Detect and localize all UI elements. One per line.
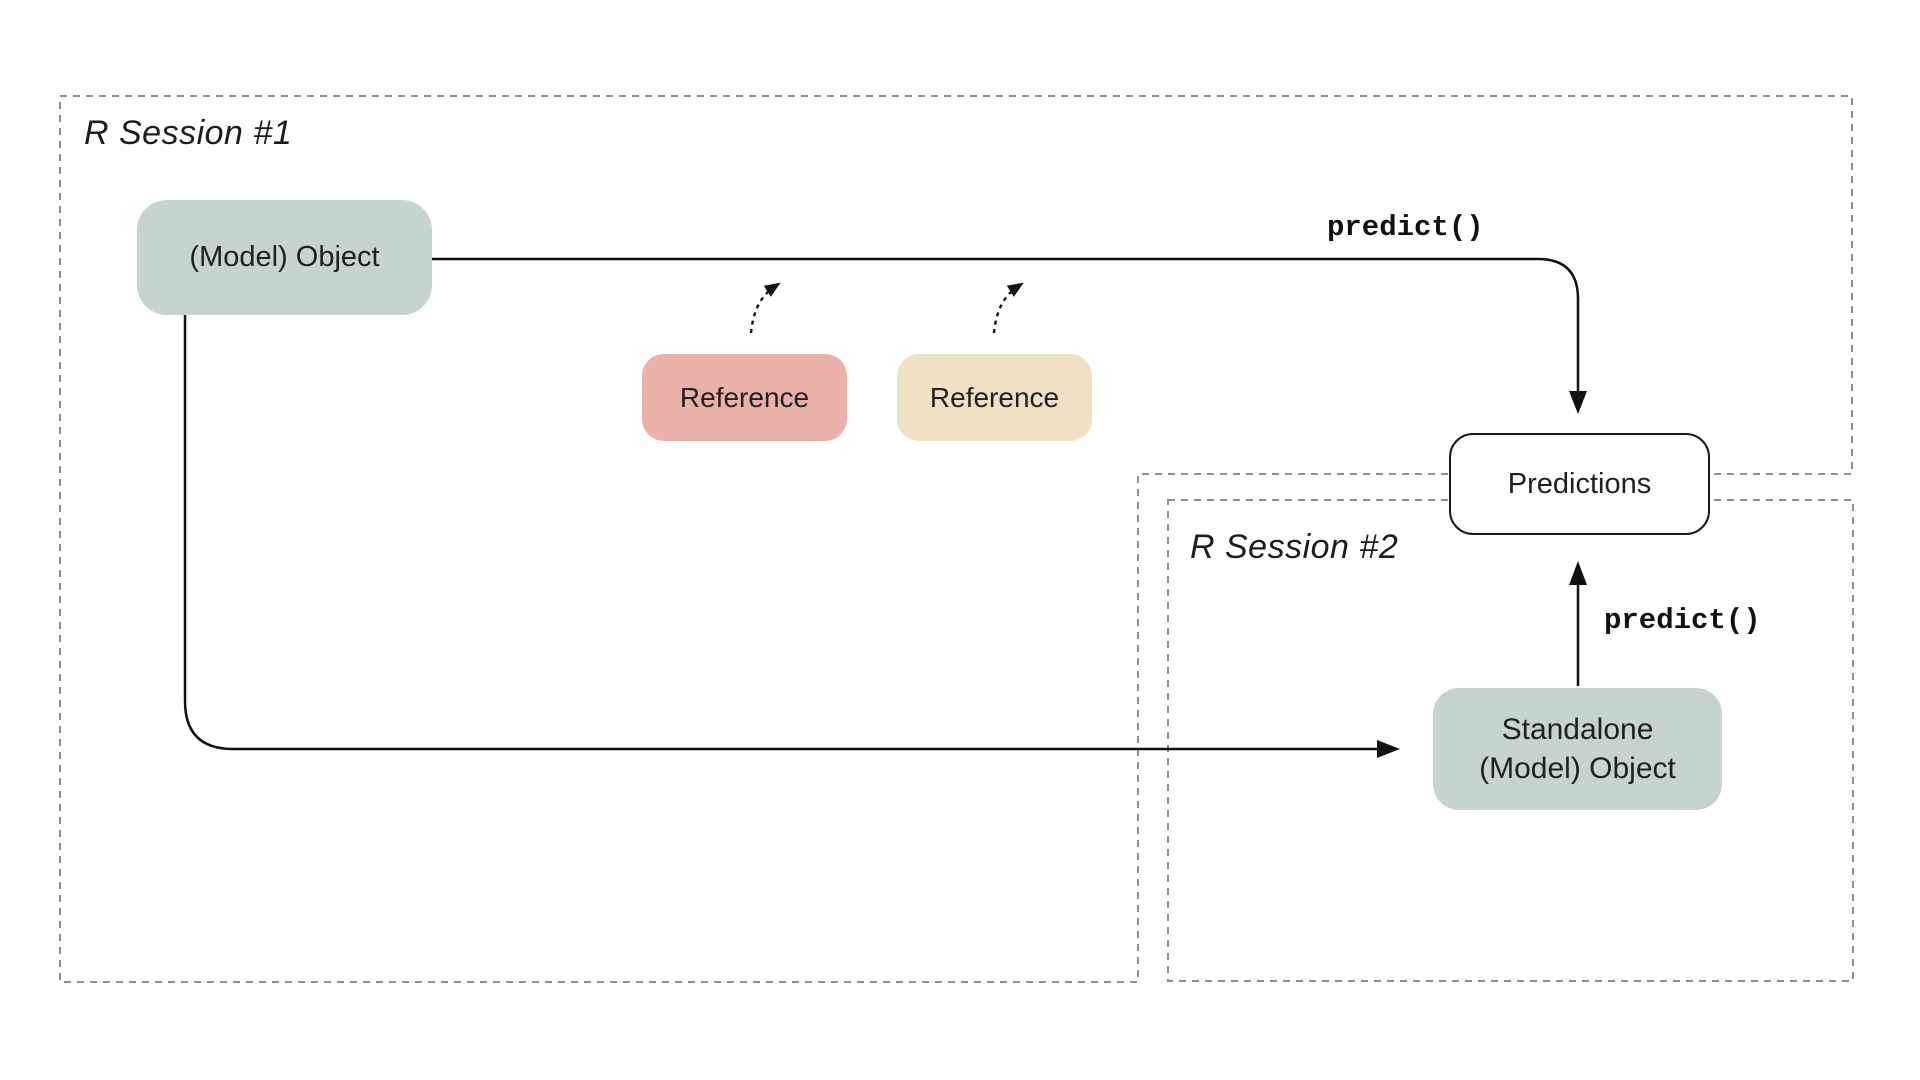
standalone-label-line1: Standalone (1501, 713, 1654, 746)
arrowhead-right-icon (1377, 740, 1400, 758)
connector-model-to-predictions (432, 257, 1580, 392)
predictions-node: Predictions (1449, 433, 1710, 535)
reference2-label: Reference (929, 381, 1060, 413)
standalone-label-line2: (Model) Object (1479, 752, 1676, 785)
predict-call-top-label: predict() (1327, 211, 1484, 244)
session2-label: R Session #2 (1190, 528, 1399, 566)
predict-call-bottom-label: predict() (1604, 604, 1761, 637)
connector-model-to-standalone (183, 315, 1380, 751)
arrowhead-up-icon (1569, 561, 1587, 585)
reference2-node: Reference (897, 354, 1092, 441)
model-object-node: (Model) Object (137, 200, 432, 315)
reference1-arrowhead-icon (763, 282, 781, 297)
reference2-arrowhead-icon (1006, 282, 1024, 297)
standalone-model-object-node: Standalone (Model) Object (1433, 688, 1722, 810)
arrowhead-down-icon (1569, 391, 1587, 414)
session1-label: R Session #1 (84, 114, 293, 152)
reference1-node: Reference (642, 354, 847, 441)
reference2-dashed-arrow (992, 287, 1017, 334)
predictions-label: Predictions (1507, 467, 1652, 500)
reference1-label: Reference (679, 381, 810, 413)
reference1-dashed-arrow (749, 287, 774, 334)
model-object-label: (Model) Object (189, 241, 380, 273)
